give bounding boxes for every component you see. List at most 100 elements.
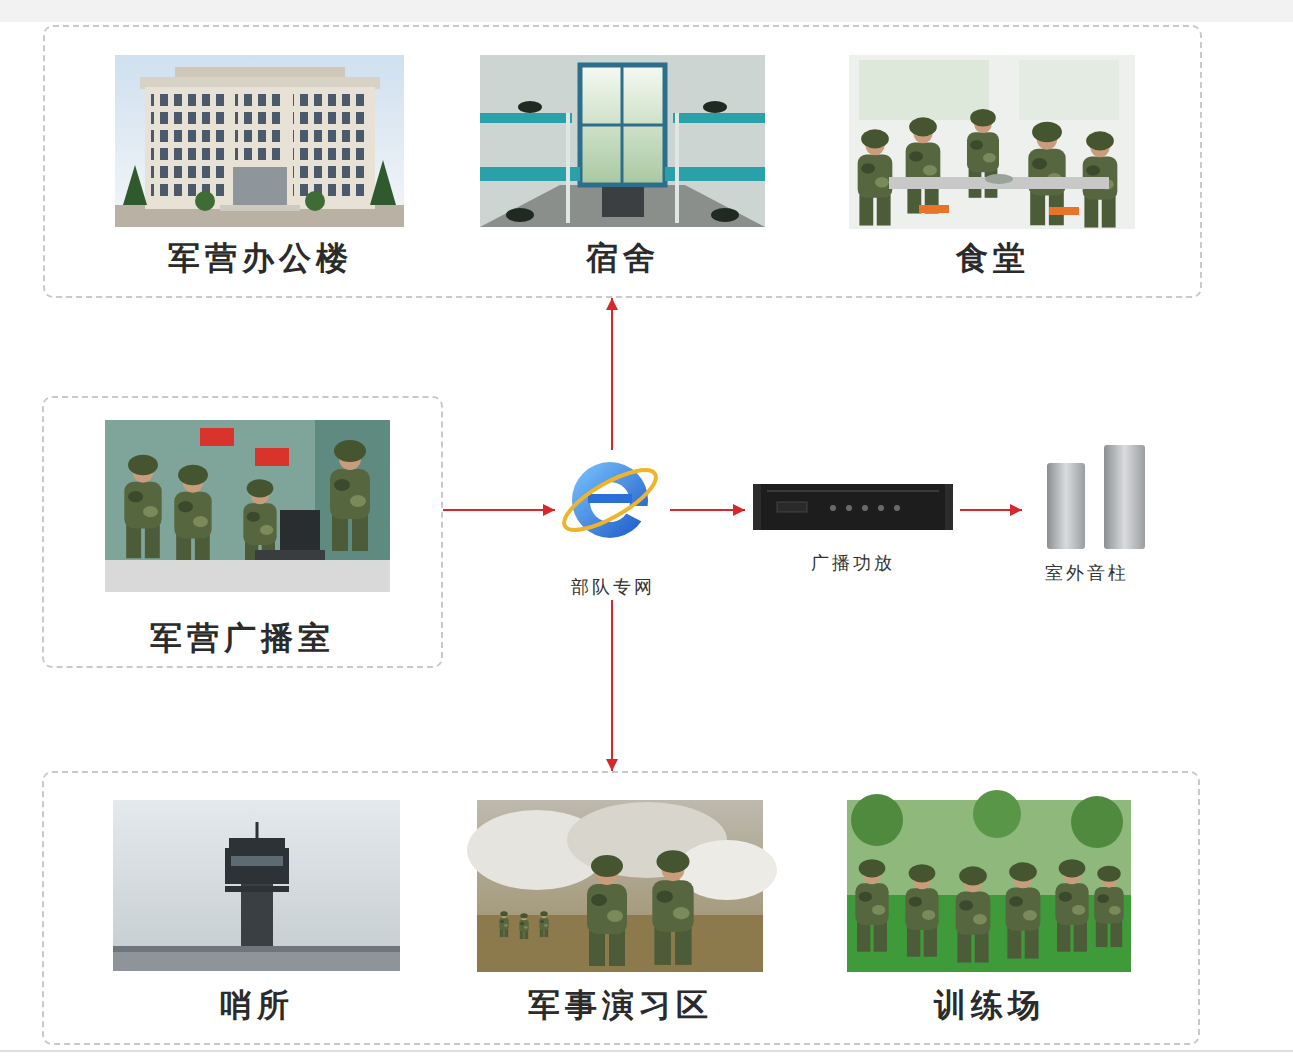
dormitory-photo-part <box>566 113 570 223</box>
training-ground-photo-part <box>1006 862 1041 958</box>
amplifier-device-part <box>894 505 900 511</box>
broadcast-room-photo-part <box>174 465 211 569</box>
training-ground-photo-part <box>855 859 888 952</box>
device-label: 室外音柱 <box>1041 562 1133 584</box>
training-ground-photo <box>847 790 1131 972</box>
amplifier-device-part <box>862 505 868 511</box>
office-building-photo-part <box>233 167 287 209</box>
dormitory-photo-part <box>665 167 765 181</box>
amplifier-device-part <box>753 484 761 530</box>
caption: 食堂 <box>952 239 1034 277</box>
broadcast-room-photo-part <box>200 428 234 446</box>
amplifier-device-part <box>777 502 807 512</box>
column-speakers-part <box>1047 463 1085 549</box>
broadcast-room-photo-part <box>255 448 289 466</box>
dormitory-photo-part <box>506 208 534 222</box>
canteen-photo <box>849 55 1135 229</box>
office-building-photo <box>115 55 404 227</box>
broadcast-room-panel: 军营广播室 <box>42 396 443 668</box>
sentry-post-photo-part <box>113 950 400 971</box>
amplifier-node: 广播功放 <box>745 484 960 578</box>
arrow-connector <box>611 600 613 771</box>
dormitory-photo-part <box>580 124 665 127</box>
canteen-photo-part <box>1049 207 1079 215</box>
network-icon-part <box>588 494 632 503</box>
caption: 宿舍 <box>582 239 664 277</box>
column-speakers <box>1047 445 1145 549</box>
photo-card: 军事演习区 <box>477 800 764 1030</box>
amplifier-device-part <box>878 505 884 511</box>
dormitory-photo-part <box>518 101 542 113</box>
dormitory-photo-part <box>703 101 727 113</box>
network-icon-part <box>556 459 663 540</box>
exercise-area-photo-part <box>539 911 548 937</box>
training-ground-photo-part <box>851 794 903 846</box>
sentry-post-photo-part <box>225 848 289 884</box>
sentry-post-photo-part <box>256 822 259 838</box>
caption: 哨所 <box>216 986 298 1024</box>
office-building-photo-part <box>305 191 325 211</box>
photo-card: 哨所 <box>113 800 401 1030</box>
dormitory-photo-part <box>602 187 644 217</box>
amplifier-device-part <box>767 490 939 492</box>
bottom-rule <box>0 1050 1293 1052</box>
canteen-photo-part <box>919 205 949 213</box>
training-ground-photo-part <box>1055 859 1088 952</box>
canteen-photo-part <box>906 117 941 213</box>
broadcast-room-photo-part <box>105 420 390 592</box>
photo-card: 训练场 <box>847 800 1132 1030</box>
exercise-area-photo-part <box>652 850 693 965</box>
exercise-area-photo <box>467 800 777 972</box>
training-ground-photo-part <box>905 864 938 957</box>
office-building-photo-part <box>115 55 404 227</box>
column-speakers-part <box>1104 445 1145 549</box>
amplifier-device-part <box>753 484 953 530</box>
sentry-post-photo-part <box>113 946 400 952</box>
dormitory-photo-part <box>673 113 765 123</box>
group-box: 哨所 军事演习区训练场 <box>42 771 1200 1045</box>
arrow-connector <box>443 509 555 511</box>
network-node: 部队专网 <box>555 450 670 600</box>
amplifier-device-part <box>945 484 953 530</box>
sentry-post-photo <box>113 800 400 971</box>
sentry-post-photo-part <box>229 838 285 848</box>
sentry-post-photo-part <box>113 800 400 971</box>
amplifier-device <box>753 484 953 530</box>
arrow-connector <box>670 509 745 511</box>
broadcast-room-photo-part <box>105 560 390 592</box>
dormitory-photo-part <box>480 55 765 227</box>
sentry-post-photo-part <box>241 882 273 952</box>
arrow-connector <box>960 509 1022 511</box>
office-building-photo-part <box>293 93 369 201</box>
dormitory-photo-part <box>480 167 580 181</box>
office-building-photo-part <box>235 93 285 163</box>
speaker-node: 室外音柱 <box>1022 440 1152 586</box>
canteen-photo-part <box>858 129 893 225</box>
canteen-photo-part <box>1019 60 1119 120</box>
dormitory-photo-part <box>480 113 572 123</box>
photo-card: 军营办公楼 <box>115 55 405 285</box>
caption: 军营广播室 <box>146 619 339 657</box>
arrow-connector <box>611 298 613 450</box>
caption: 训练场 <box>930 986 1049 1024</box>
sentry-post-photo-part <box>225 886 289 892</box>
office-building-photo-part <box>195 191 215 211</box>
dormitory-photo-part <box>711 208 739 222</box>
device-label: 广播功放 <box>807 552 899 574</box>
office-building-photo-part <box>220 205 300 211</box>
group-box: 军营办公楼 宿舍 食堂 <box>43 25 1202 298</box>
dormitory-photo-part <box>675 113 679 223</box>
device-label: 部队专网 <box>567 576 659 598</box>
broadcast-room-photo-part <box>330 440 370 551</box>
exercise-area-photo-part <box>587 855 627 966</box>
top-bar <box>0 0 1293 22</box>
photo-card: 食堂 <box>849 55 1136 285</box>
office-building-photo-part <box>370 160 396 205</box>
canteen-photo-part <box>849 55 1135 229</box>
training-ground-photo-part <box>1071 796 1123 848</box>
sentry-post-photo-part <box>231 856 283 866</box>
exercise-area-photo-part <box>519 913 528 939</box>
canteen-photo-part <box>985 174 1013 184</box>
caption: 军营办公楼 <box>164 239 357 277</box>
